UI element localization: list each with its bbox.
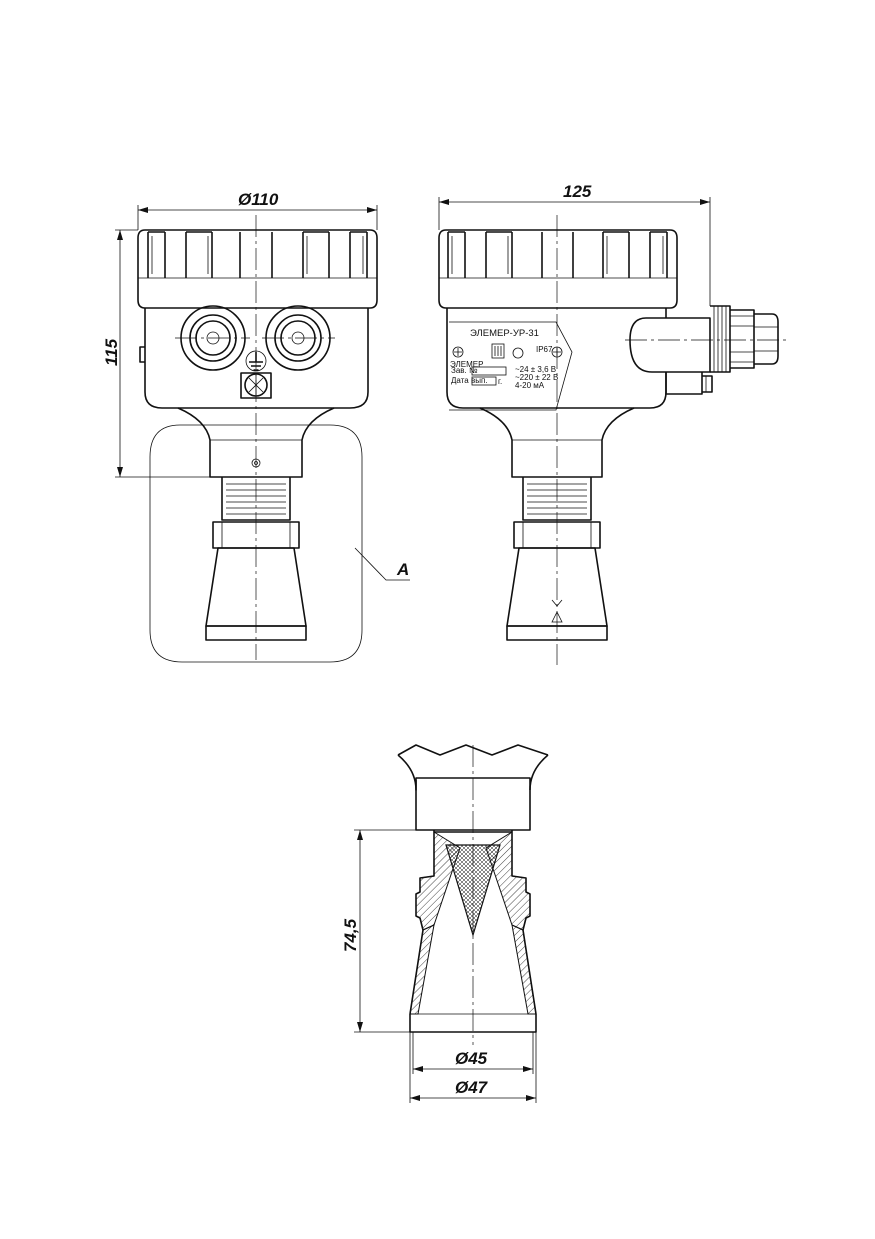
- callout-label-a: A: [396, 560, 409, 579]
- nameplate-spec1: ~24 ± 3,6 В: [515, 365, 556, 374]
- dim-horn-outer: Ø47: [455, 1078, 489, 1097]
- detail-a: 74,5 Ø45 Ø47: [341, 744, 549, 1103]
- nameplate-maker: ЭЛЕМЕР: [450, 360, 483, 369]
- lid-ribs: [147, 231, 368, 278]
- nameplate-model: ЭЛЕМЕР-УР-31: [470, 328, 539, 339]
- nameplate-ip: IP67: [536, 345, 553, 354]
- nameplate-spec3: 4-20 мА: [515, 381, 545, 390]
- nameplate-serial-label: Зав. №: [451, 366, 478, 375]
- nameplate-spec2: ~220 ± 22 В: [515, 373, 558, 382]
- front-view: A Ø110 115: [102, 190, 410, 663]
- side-view: ЭЛЕМЕР-УР-31 ЭЛЕМЕР IP67 Зав. № Дата вып…: [438, 182, 790, 665]
- nameplate-year: г.: [498, 377, 502, 386]
- dim-height: 115: [102, 338, 121, 366]
- dim-side-width: 125: [563, 182, 592, 201]
- dim-horn-inner: Ø45: [455, 1049, 488, 1068]
- dim-front-width: Ø110: [238, 190, 279, 209]
- nameplate-date-label: Дата вып.: [451, 376, 488, 385]
- dim-horn-length: 74,5: [341, 918, 360, 952]
- nameplate: ЭЛЕМЕР-УР-31 ЭЛЕМЕР IP67 Зав. № Дата вып…: [449, 321, 573, 411]
- side-lid-ribs: [447, 231, 668, 278]
